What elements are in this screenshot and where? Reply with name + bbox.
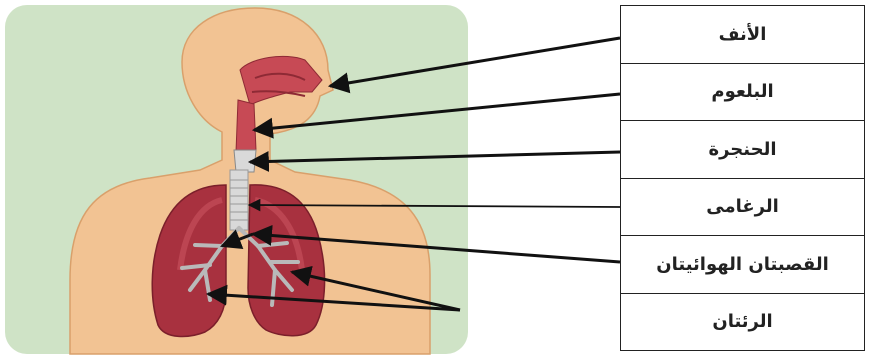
label-lungs: الرئتان — [621, 294, 864, 351]
label-trachea: الرغامى — [621, 179, 864, 237]
trachea — [230, 170, 248, 230]
label-pharynx: البلعوم — [621, 64, 864, 122]
label-nose: الأنف — [621, 6, 864, 64]
label-table: الأنف البلعوم الحنجرة الرغامى القصبتان ا… — [620, 5, 865, 351]
pharynx — [236, 100, 256, 152]
label-larynx: الحنجرة — [621, 121, 864, 179]
label-bronchi: القصبتان الهوائيتان — [621, 236, 864, 294]
